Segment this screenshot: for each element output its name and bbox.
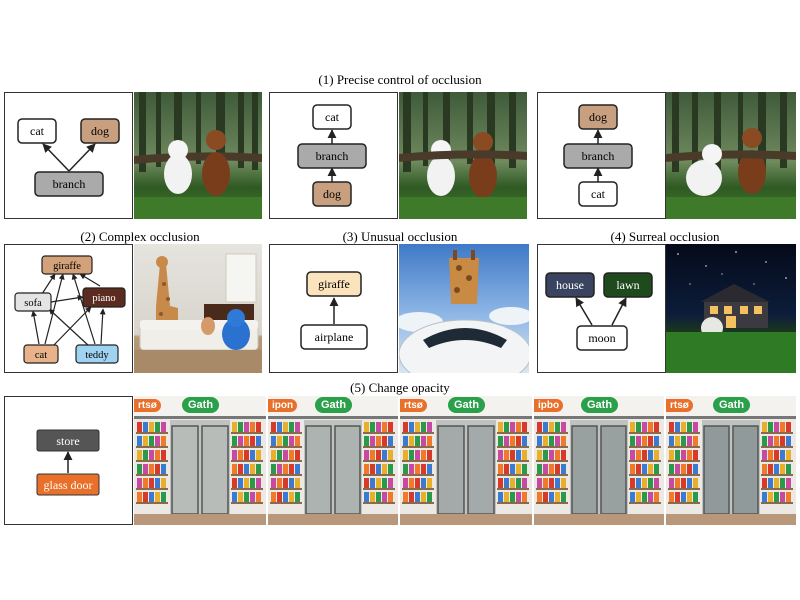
caption-surreal-occlusion: (4) Surreal occlusion [610,229,720,244]
node-branch-label: branch [316,149,349,163]
image-giraffe-airplane [399,244,529,373]
node-teddy-label: teddy [85,350,109,361]
node-branch-label: branch [582,149,615,163]
graph-panel-1a: cat dog branch [4,92,133,219]
node-glass-door-label: glass door [44,478,93,492]
image-cat-dog-forest-2 [399,92,527,219]
image-giraffe-room [134,244,262,373]
node-moon [576,325,628,351]
store-sign-gath: Gath [713,397,751,413]
node-dog-label: dog [91,124,109,138]
edge-moon-lawn [611,297,627,326]
store-sign-left: rtsø [134,399,161,412]
store-sign-gath: Gath [581,397,619,413]
node-dog-label: dog [323,187,341,201]
store-sign-left: rtsø [400,399,427,412]
graph-panel-surreal: house lawn moon [537,244,666,373]
edge-piano-giraffe [79,273,101,287]
node-sofa-label: sofa [24,298,42,309]
node-store [36,429,100,452]
edge-teddy-sofa [48,308,90,347]
node-airplane-label: airplane [315,330,354,344]
graph-panel-1c: dog branch cat [537,92,666,219]
store-sign-left: ipbo [534,399,564,412]
edge-branch-dog [68,143,96,172]
node-branch [563,143,633,169]
node-branch [34,171,104,197]
graph-panel-unusual: giraffe airplane [269,244,398,373]
node-teddy [75,344,119,364]
node-dog [578,104,618,130]
edge-cat-piano [50,306,92,349]
node-glass-door [36,473,100,496]
edge-teddy-piano [99,308,106,345]
store-sign-gath: Gath [315,397,353,413]
node-piano-label: piano [92,293,115,304]
node-dog-label: dog [589,110,607,124]
node-giraffe-label: giraffe [53,261,81,272]
node-giraffe-label: giraffe [318,277,350,291]
image-store-opacity-2: ipon Gath [268,396,398,525]
node-store-label: store [56,434,79,448]
image-cat-dog-forest-1 [134,92,262,219]
store-sign-left: rtsø [666,399,693,412]
image-store-opacity-3: rtsø Gath [400,396,532,525]
graph-panel-complex: giraffe sofa piano cat teddy [4,244,133,373]
node-cat-label: cat [591,187,606,201]
image-moon-house [666,244,796,373]
image-store-opacity-1: rtsø Gath [134,396,266,525]
node-cat-label: cat [30,124,45,138]
node-lawn [603,272,653,298]
edge-cat-sofa [31,310,40,345]
store-sign-left: ipon [268,399,298,412]
node-cat [23,344,59,364]
caption-change-opacity: (5) Change opacity [350,380,450,395]
node-airplane [300,324,368,350]
edge-branch-cat [42,143,70,172]
node-moon-label: moon [588,331,615,345]
caption-precise-control: (1) Precise control of occlusion [318,72,482,87]
graph-panel-opacity: store glass door [4,396,133,525]
node-dog [80,118,120,144]
store-sign-gath: Gath [448,397,486,413]
node-cat [312,104,352,130]
edge-moon-house [575,297,593,326]
node-dog [312,181,352,207]
node-branch-label: branch [53,177,86,191]
node-house-label: house [556,278,584,292]
node-cat [17,118,57,144]
node-sofa [14,292,52,312]
node-giraffe [306,271,362,297]
node-cat [578,181,618,207]
edge-teddy-giraffe [71,273,96,345]
image-cat-dog-forest-3 [666,92,796,219]
graph-panel-1b: cat branch dog [269,92,398,219]
node-branch [297,143,367,169]
caption-complex-occlusion: (2) Complex occlusion [80,229,200,244]
node-piano [82,287,126,308]
image-store-opacity-4: ipbo Gath [534,396,664,525]
node-cat-label: cat [325,110,340,124]
node-lawn-label: lawn [616,278,639,292]
caption-unusual-occlusion: (3) Unusual occlusion [342,229,458,244]
node-giraffe [41,255,93,275]
node-cat-label: cat [35,350,47,361]
image-store-opacity-5: rtsø Gath [666,396,796,525]
node-house [545,272,595,298]
store-sign-gath: Gath [182,397,220,413]
